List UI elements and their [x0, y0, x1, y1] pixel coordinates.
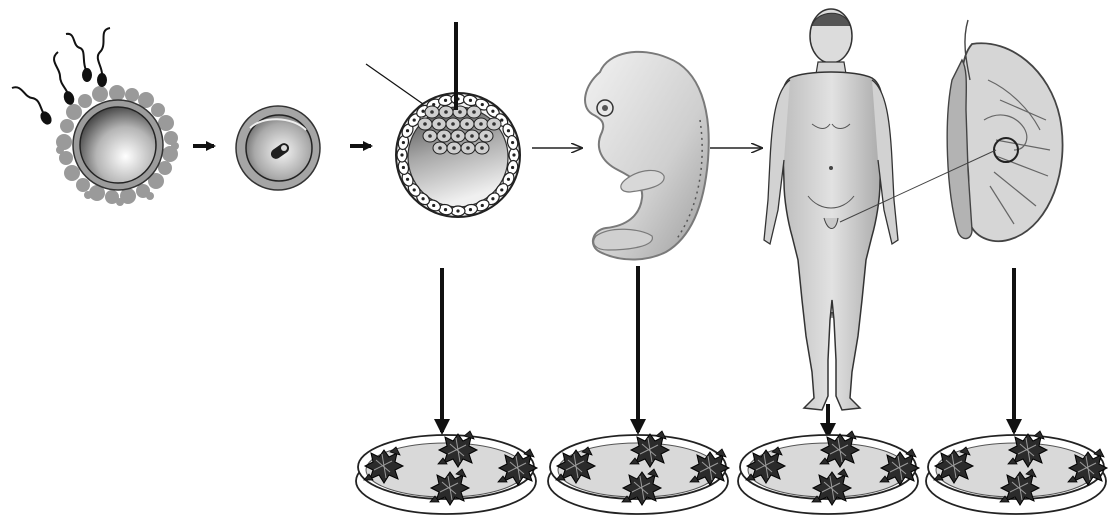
cell-nucleus	[451, 122, 455, 126]
cell-nucleus	[406, 178, 409, 181]
cell-nucleus	[456, 134, 460, 138]
cell-nucleus	[507, 129, 510, 132]
cell-nucleus	[452, 146, 456, 150]
cell-nucleus	[437, 122, 441, 126]
culture-dishes	[356, 431, 1107, 514]
oocyte	[80, 107, 156, 183]
cell-nucleus	[458, 110, 462, 114]
cell-nucleus	[423, 122, 427, 126]
zygote-icon	[236, 106, 320, 190]
cell-nucleus	[430, 110, 434, 114]
cell-nucleus	[507, 178, 510, 181]
cell-nucleus	[456, 209, 459, 212]
cell-nucleus	[438, 146, 442, 150]
cell-nucleus	[421, 197, 424, 200]
cell-nucleus	[428, 134, 432, 138]
cell-nucleus	[481, 103, 484, 106]
cell-nucleus	[465, 122, 469, 126]
cell-nucleus	[406, 129, 409, 132]
cell-nucleus	[444, 208, 447, 211]
adult-human-icon	[764, 9, 898, 410]
cell-nucleus	[400, 153, 403, 156]
cell-nucleus	[413, 118, 416, 121]
cell-nucleus	[470, 134, 474, 138]
embryo-icon	[585, 52, 709, 260]
cell-nucleus	[442, 134, 446, 138]
cell-nucleus	[491, 197, 494, 200]
blastocyst-icon	[366, 22, 520, 217]
cell-nucleus	[413, 188, 416, 191]
trophoblast-pointer	[366, 64, 423, 104]
cell-nucleus	[491, 110, 494, 113]
cell-nucleus	[484, 134, 488, 138]
cell-nucleus	[466, 146, 470, 150]
cell-nucleus	[444, 99, 447, 102]
cell-nucleus	[402, 141, 405, 144]
cell-nucleus	[432, 204, 435, 207]
petri-dish-icon	[926, 431, 1107, 514]
cell-nucleus	[512, 153, 515, 156]
cell-nucleus	[421, 110, 424, 113]
cell-nucleus	[472, 110, 476, 114]
cell-nucleus	[481, 204, 484, 207]
torso-and-legs	[781, 72, 882, 410]
cell-nucleus	[500, 188, 503, 191]
cell-nucleus	[511, 141, 514, 144]
egg-with-sperm-icon	[12, 28, 179, 206]
cell-nucleus	[402, 166, 405, 169]
petri-dish-icon	[356, 431, 537, 514]
cell-nucleus	[479, 122, 483, 126]
cell-nucleus	[480, 146, 484, 150]
cell-nucleus	[444, 110, 448, 114]
petri-dish-icon	[548, 431, 729, 514]
cell-nucleus	[469, 99, 472, 102]
petri-dish-icon	[738, 431, 919, 514]
cell-nucleus	[469, 208, 472, 211]
cell-nucleus	[492, 122, 496, 126]
cell-nucleus	[511, 166, 514, 169]
